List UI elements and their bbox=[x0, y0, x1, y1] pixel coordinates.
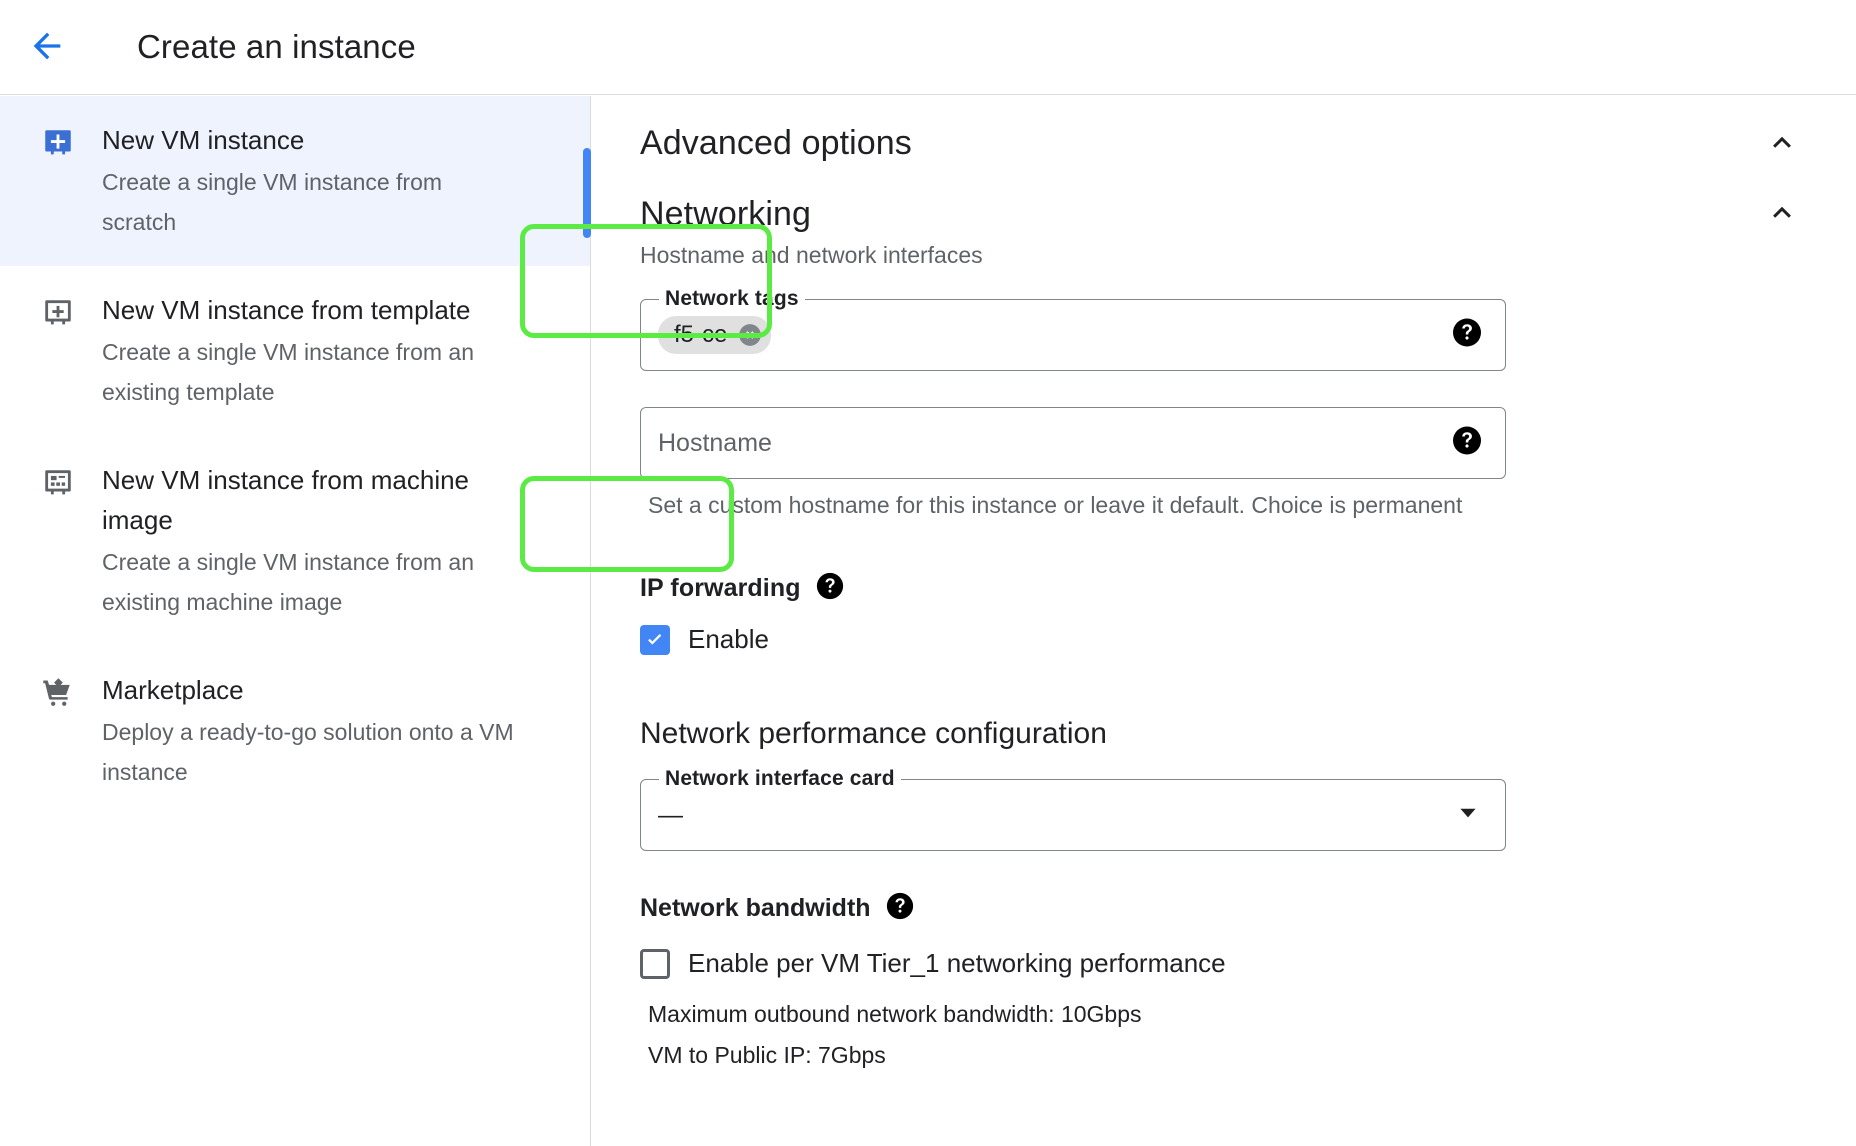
page-title: Create an instance bbox=[137, 28, 416, 65]
ip-forwarding-section: IP forwarding Enable bbox=[640, 571, 1856, 655]
hostname-helper-text: Set a custom hostname for this instance … bbox=[648, 492, 1463, 518]
network-tags-help-icon[interactable] bbox=[1451, 317, 1483, 354]
ip-forwarding-help-icon[interactable] bbox=[815, 571, 845, 606]
sidebar: New VM instance Create a single VM insta… bbox=[0, 96, 591, 1146]
advanced-options-title: Advanced options bbox=[640, 124, 912, 162]
close-circle-icon[interactable] bbox=[737, 322, 763, 348]
ip-forwarding-label: IP forwarding bbox=[640, 574, 801, 602]
page-header: Create an instance bbox=[0, 0, 1856, 95]
tier1-networking-row[interactable]: Enable per VM Tier_1 networking performa… bbox=[640, 948, 1856, 979]
scrollbar-thumb[interactable] bbox=[583, 148, 591, 238]
sidebar-item-new-vm-instance[interactable]: New VM instance Create a single VM insta… bbox=[0, 96, 590, 266]
chevron-up-icon bbox=[1765, 195, 1799, 234]
chevron-down-icon[interactable] bbox=[1455, 800, 1481, 831]
network-performance-title: Network performance configuration bbox=[640, 717, 1107, 750]
ip-forwarding-checkbox[interactable] bbox=[640, 624, 670, 655]
network-bandwidth-label-row: Network bandwidth bbox=[640, 891, 1856, 926]
main-panel: Advanced options Networking Hostname an bbox=[592, 96, 1856, 1146]
ip-forwarding-enable-row[interactable]: Enable bbox=[640, 624, 1856, 655]
sidebar-item-desc: Create a single VM instance from an exis… bbox=[102, 339, 475, 405]
vm-public-ip-bandwidth-note: VM to Public IP: 7Gbps bbox=[648, 1042, 886, 1068]
hostname-field[interactable]: Hostname bbox=[640, 407, 1506, 479]
back-button[interactable] bbox=[21, 21, 73, 73]
sidebar-item-desc: Create a single VM instance from scratch bbox=[102, 169, 443, 235]
network-bandwidth-help-icon[interactable] bbox=[885, 891, 915, 926]
sidebar-item-marketplace[interactable]: Marketplace Deploy a ready-to-go solutio… bbox=[0, 646, 590, 816]
network-bandwidth-label: Network bandwidth bbox=[640, 894, 871, 922]
network-interface-card-value: — bbox=[658, 800, 683, 829]
sidebar-item-desc: Create a single VM instance from an exis… bbox=[102, 549, 475, 615]
networking-header[interactable]: Networking bbox=[592, 164, 1856, 234]
network-bandwidth-section: Network bandwidth Enable per VM Tier_1 n… bbox=[640, 891, 1856, 1069]
vm-machine-image-icon bbox=[41, 466, 75, 500]
hostname-input[interactable]: Hostname bbox=[658, 428, 772, 457]
network-interface-card-label: Network interface card bbox=[659, 767, 901, 791]
network-tag-chip-label: f5-ce bbox=[674, 321, 728, 348]
ip-forwarding-label-row: IP forwarding bbox=[640, 571, 1856, 606]
networking-collapse-button[interactable] bbox=[1762, 194, 1802, 234]
advanced-options-header[interactable]: Advanced options bbox=[592, 96, 1856, 164]
sidebar-item-title: New VM instance bbox=[102, 125, 305, 155]
arrow-left-icon bbox=[27, 26, 67, 69]
sidebar-item-new-vm-from-template[interactable]: New VM instance from template Create a s… bbox=[0, 266, 590, 436]
sidebar-item-new-vm-from-machine-image[interactable]: New VM instance from machine image Creat… bbox=[0, 436, 590, 646]
vm-instance-filled-icon bbox=[41, 126, 75, 160]
tier1-networking-checkbox-label: Enable per VM Tier_1 networking performa… bbox=[688, 948, 1226, 978]
networking-subtitle: Hostname and network interfaces bbox=[640, 242, 983, 268]
tier1-networking-checkbox[interactable] bbox=[640, 948, 670, 979]
advanced-options-collapse-button[interactable] bbox=[1762, 124, 1802, 164]
network-tags-field[interactable]: Network tags f5-ce bbox=[640, 287, 1506, 371]
vm-template-icon bbox=[41, 296, 75, 330]
networking-title: Networking bbox=[640, 194, 812, 233]
network-tags-label: Network tags bbox=[659, 287, 805, 311]
sidebar-item-title: New VM instance from machine image bbox=[102, 465, 470, 535]
chevron-up-icon bbox=[1765, 125, 1799, 164]
max-outbound-bandwidth-note: Maximum outbound network bandwidth: 10Gb… bbox=[648, 1001, 1142, 1027]
network-tag-chip[interactable]: f5-ce bbox=[658, 316, 772, 354]
hostname-help-icon[interactable] bbox=[1451, 425, 1483, 462]
ip-forwarding-checkbox-label: Enable bbox=[688, 624, 769, 654]
sidebar-item-desc: Deploy a ready-to-go solution onto a VM … bbox=[102, 719, 514, 785]
sidebar-item-title: Marketplace bbox=[102, 675, 244, 705]
shopping-cart-icon bbox=[41, 676, 75, 710]
network-interface-card-select[interactable]: Network interface card — bbox=[640, 767, 1506, 851]
sidebar-item-title: New VM instance from template bbox=[102, 295, 471, 325]
